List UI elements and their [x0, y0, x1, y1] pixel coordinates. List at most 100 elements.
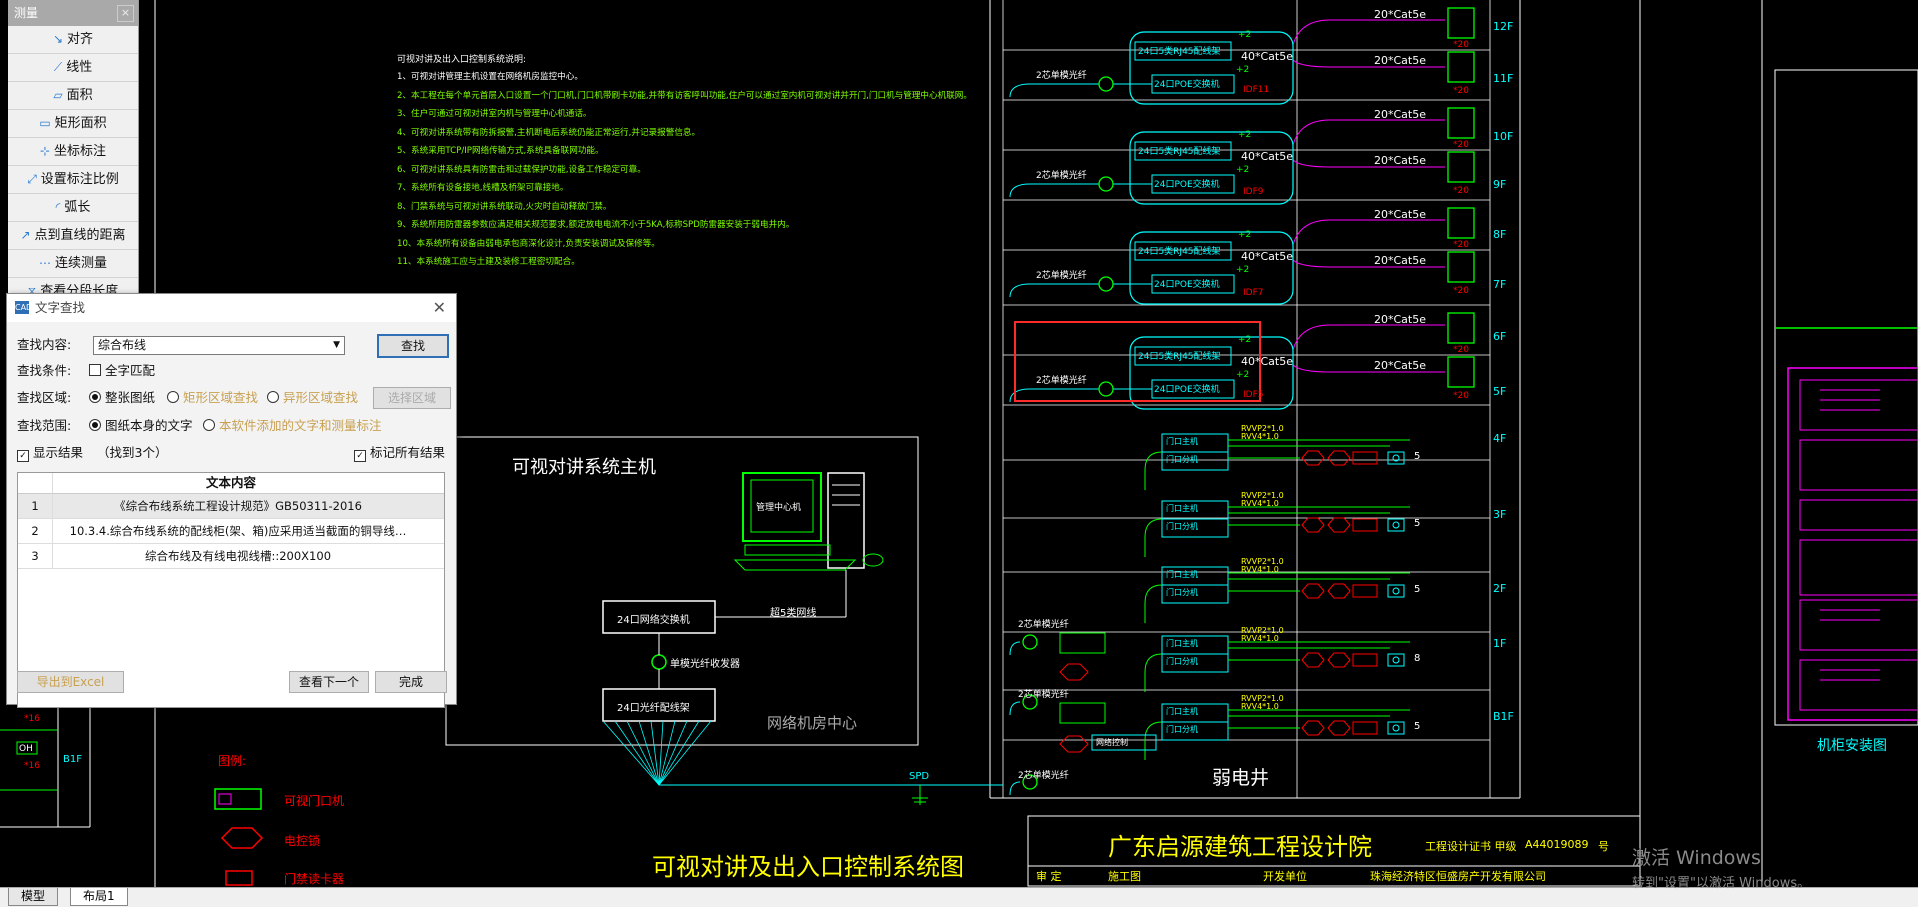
idf-label: IDF11	[1243, 85, 1270, 95]
notes-line: 9、系统所用防雷器参数应满足相关规范要求,额定放电电流不小于5KA,标称SPD防…	[397, 220, 795, 230]
chevron-down-icon[interactable]: ▼	[333, 340, 340, 350]
show-results-checkbox[interactable]: ✓显示结果	[17, 442, 83, 464]
notes-line: 5、系统采用TCP/IP网络传输方式,系统具备联网功能。	[397, 146, 604, 156]
area-option-rect[interactable]: 矩形区域查找	[167, 387, 258, 409]
count-label: *20	[1453, 86, 1469, 96]
plus2-label: +2	[1238, 130, 1252, 140]
cable-20-label: 20*Cat5e	[1374, 254, 1426, 267]
patch-panel-label: 24口5类RJ45配线架	[1138, 147, 1221, 157]
left-oh-label: OH	[19, 744, 33, 754]
mark-all-checkbox[interactable]: ✓ 标记所有结果	[354, 442, 445, 464]
coordinate-icon: ⊹	[39, 144, 51, 158]
search-content-row: 查找内容: 综合布线 ▼ 查找	[17, 334, 449, 358]
measure-item-1[interactable]: ↘对齐	[8, 26, 138, 54]
cable-spec-label: RVV4*1.0	[1241, 499, 1279, 508]
institute-name: 广东启源建筑工程设计院	[1108, 833, 1372, 861]
continuous-icon: ⋯	[38, 256, 51, 270]
notes-line: 6、可视对讲系统具有防雷击和过载保护功能,设备工作稳定可靠。	[397, 164, 646, 175]
scope-option-added[interactable]: 本软件添加的文字和测量标注	[203, 415, 382, 437]
legend-label: 门禁读卡器	[284, 872, 345, 886]
notes-line: 4、可视对讲系统带有防拆报警,主机断电后系统仍能正常运行,并记录报警信息。	[397, 127, 701, 138]
scope-option-label: 本软件添加的文字和测量标注	[219, 418, 382, 433]
result-options-row: ✓显示结果 （找到3个） ✓标记所有结果	[17, 442, 447, 464]
door-count: 5	[1414, 721, 1421, 732]
row-text: 10.3.4.综合布线系统的配线柜(架、箱)应采用适当截面的铜导线…	[69, 524, 407, 538]
row-number: 1	[18, 494, 53, 518]
checkbox-checked-icon: ✓	[354, 450, 366, 462]
done-button[interactable]: 完成	[375, 671, 447, 693]
area-icon: ▱	[53, 88, 63, 102]
scale-icon: ⤢	[27, 172, 37, 186]
measure-item-9[interactable]: ⋯连续测量	[8, 250, 138, 278]
idf-label: IDF7	[1243, 288, 1264, 298]
close-icon[interactable]: ✕	[432, 298, 446, 317]
mark-all-label: 标记所有结果	[370, 445, 446, 460]
door-host-label: 门口主机	[1166, 504, 1198, 513]
dialog-titlebar[interactable]: CAD 文字查找 ✕	[7, 294, 456, 322]
count-label: *20	[1453, 286, 1469, 296]
full-match-checkbox[interactable]: 全字匹配	[89, 360, 155, 382]
watermark-line2: 转到"设置"以激活 Windows。	[1632, 876, 1811, 891]
radio-icon	[203, 419, 215, 431]
cable-spec-label: RVV4*1.0	[1241, 565, 1279, 574]
poe-switch-label: 24口POE交换机	[1154, 385, 1220, 395]
measure-item-label: 线性	[66, 60, 93, 75]
cert-number: A44019089	[1525, 838, 1589, 851]
measure-panel-title: 测量 ×	[8, 0, 138, 26]
plus2-label: +2	[1238, 230, 1252, 240]
rack-drawing	[1774, 69, 1918, 726]
notes-line: 10、本系统所有设备由弱电承包商深化设计,负责安装调试及保修等。	[397, 238, 660, 249]
door-count: 5	[1414, 518, 1421, 529]
floor-divider-lines	[1003, 49, 1490, 741]
table-row[interactable]: 1《综合布线系统工程设计规范》GB50311-2016	[18, 494, 444, 519]
measure-item-label: 连续测量	[54, 256, 107, 271]
point-line-icon: ↗	[20, 228, 31, 242]
area-option-shape[interactable]: 异形区域查找	[267, 387, 358, 409]
row-text: 综合布线及有线电视线槽::200X100	[144, 549, 332, 563]
export-excel-button[interactable]: 导出到Excel	[17, 671, 124, 693]
floor-label: 4F	[1493, 432, 1507, 445]
door-count: 5	[1414, 451, 1421, 462]
select-area-button[interactable]: 选择区域	[373, 387, 451, 409]
riser-label: 2芯单模光纤	[1018, 771, 1069, 781]
fanout-lines	[602, 720, 712, 786]
cable-20-label: 20*Cat5e	[1374, 8, 1426, 21]
tab-layout1[interactable]: 布局1	[70, 888, 128, 906]
poe-switch-label: 24口POE交换机	[1154, 280, 1220, 290]
floor-label: B1F	[1493, 710, 1514, 723]
notes-line: 1、可视对讲管理主机设置在网络机房监控中心。	[397, 72, 583, 82]
rack-label: 机柜安装图	[1817, 738, 1887, 754]
count-label: *20	[1453, 391, 1469, 401]
scope-option-drawing[interactable]: 图纸本身的文字	[89, 415, 193, 437]
measure-item-7[interactable]: ◜弧长	[8, 194, 138, 222]
cable-spec-label: RVV4*1.0	[1241, 702, 1279, 711]
search-input[interactable]: 综合布线 ▼	[93, 336, 345, 355]
tab-model[interactable]: 模型	[8, 888, 59, 906]
title-block-cell: 审 定	[1036, 870, 1062, 883]
host-title: 可视对讲系统主机	[512, 457, 656, 478]
measure-item-8[interactable]: ↗点到直线的距离	[8, 222, 138, 250]
cable-40-label: 40*Cat5e	[1241, 355, 1293, 368]
find-button[interactable]: 查找	[377, 334, 449, 358]
close-icon[interactable]: ×	[117, 5, 134, 22]
cable-40-label: 40*Cat5e	[1241, 250, 1293, 263]
cable-spec-label: RVVP2*1.0	[1241, 424, 1284, 433]
measure-item-4[interactable]: ▭矩形面积	[8, 110, 138, 138]
floor-label: 5F	[1493, 385, 1507, 398]
title-block-cell: 施工图	[1108, 870, 1141, 883]
riser-label: 2芯单模光纤	[1018, 620, 1069, 630]
left-count: *16	[24, 761, 40, 771]
next-result-button[interactable]: 查看下一个	[289, 671, 369, 693]
measure-item-6[interactable]: ⤢设置标注比例	[8, 166, 138, 194]
area-option-whole[interactable]: 整张图纸	[89, 387, 155, 409]
measure-item-3[interactable]: ▱面积	[8, 82, 138, 110]
measure-item-2[interactable]: ⟋线性	[8, 54, 138, 82]
measure-item-5[interactable]: ⊹坐标标注	[8, 138, 138, 166]
area-label: 查找区域:	[17, 390, 72, 405]
measure-item-label: 坐标标注	[54, 144, 107, 159]
floor-label: 9F	[1493, 178, 1507, 191]
measure-title-text: 测量	[14, 6, 39, 20]
radio-icon	[89, 419, 101, 431]
